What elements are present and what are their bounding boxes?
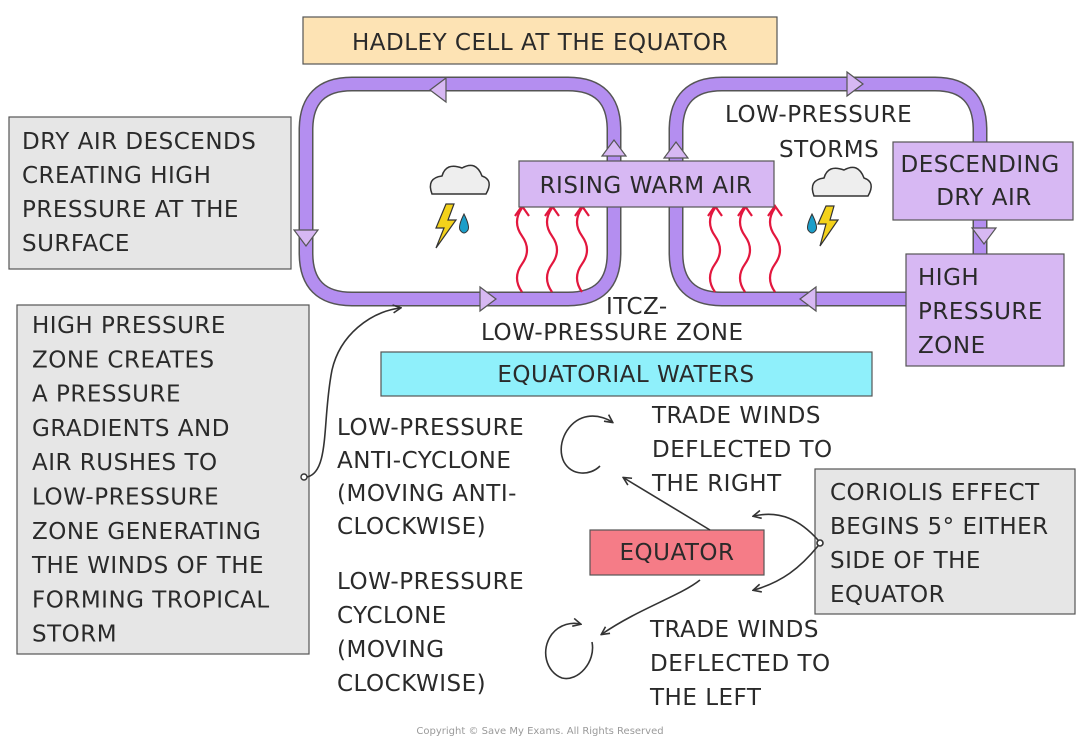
arrow-left-rising-icon [600,139,628,157]
cloud-icon [429,164,490,195]
lightning-icon [435,203,458,249]
high-pressure-zone-label: HIGH PRESSURE ZONE [918,265,1051,359]
arrow-right-rising-icon [662,141,690,159]
equatorial-waters-box [380,351,873,397]
descending-dry-air-box [892,141,1074,221]
left-hadley-cell-loop [292,76,628,313]
low-pressure-storms-label: LOW-PRESSURE STORMS [725,102,920,163]
deflection-arrows [602,478,711,634]
cloud-icon [811,166,872,197]
descending-dry-air-label: DESCENDING DRY AIR [901,152,1068,211]
arrow-left-top-icon [429,76,447,104]
coriolis-pointer-arrows [754,514,824,590]
title-box [302,16,778,65]
itcz-label: ITCZ- LOW-PRESSURE ZONE [481,294,744,346]
anti-cyclone-swirl-icon [560,416,612,474]
high-pressure-gradients-label: HIGH PRESSURE ZONE CREATES A PRESSURE GR… [31,313,278,648]
dry-air-descends-box [8,116,292,270]
arrow-right-bottom-icon [799,285,817,313]
pointer-arrow [300,308,400,481]
arrow-left-bottom-icon [479,285,497,313]
equator-label: EQUATOR [619,540,734,566]
cyclone-label: LOW-PRESSURE CYCLONE (MOVING CLOCKWISE) [337,569,532,697]
cyclone-swirl-icon [544,623,594,680]
equator-box [589,529,765,576]
high-pressure-gradients-box [16,304,310,655]
coriolis-effect-label: CORIOLIS EFFECT BEGINS 5° EITHER SIDE OF… [830,480,1056,608]
arrow-left-side-icon [292,229,320,247]
rising-warm-air-label: RISING WARM AIR [540,173,753,199]
trade-winds-left-label: TRADE WINDS DEFLECTED TO THE LEFT [649,617,838,711]
raindrop-icon [807,212,817,234]
arrow-right-top-icon [846,70,864,98]
raindrop-icon [459,212,469,234]
page-title: HADLEY CELL AT THE EQUATOR [352,30,728,56]
high-pressure-zone-box [905,253,1065,367]
rising-warm-air-box [518,160,775,208]
equatorial-waters-label: EQUATORIAL WATERS [497,362,754,388]
coriolis-effect-box [814,468,1076,615]
arrow-right-descend-icon [970,227,998,245]
copyright-text: Copyright © Save My Exams. All Rights Re… [416,726,663,737]
dry-air-descends-label: DRY AIR DESCENDS CREATING HIGH PRESSURE … [22,129,264,257]
lightning-icon [817,205,840,247]
heat-wave-icon [514,204,783,293]
anti-cyclone-label: LOW-PRESSURE ANTI-CYCLONE (MOVING ANTI- … [337,415,532,540]
trade-winds-right-label: TRADE WINDS DEFLECTED TO THE RIGHT [651,403,840,497]
